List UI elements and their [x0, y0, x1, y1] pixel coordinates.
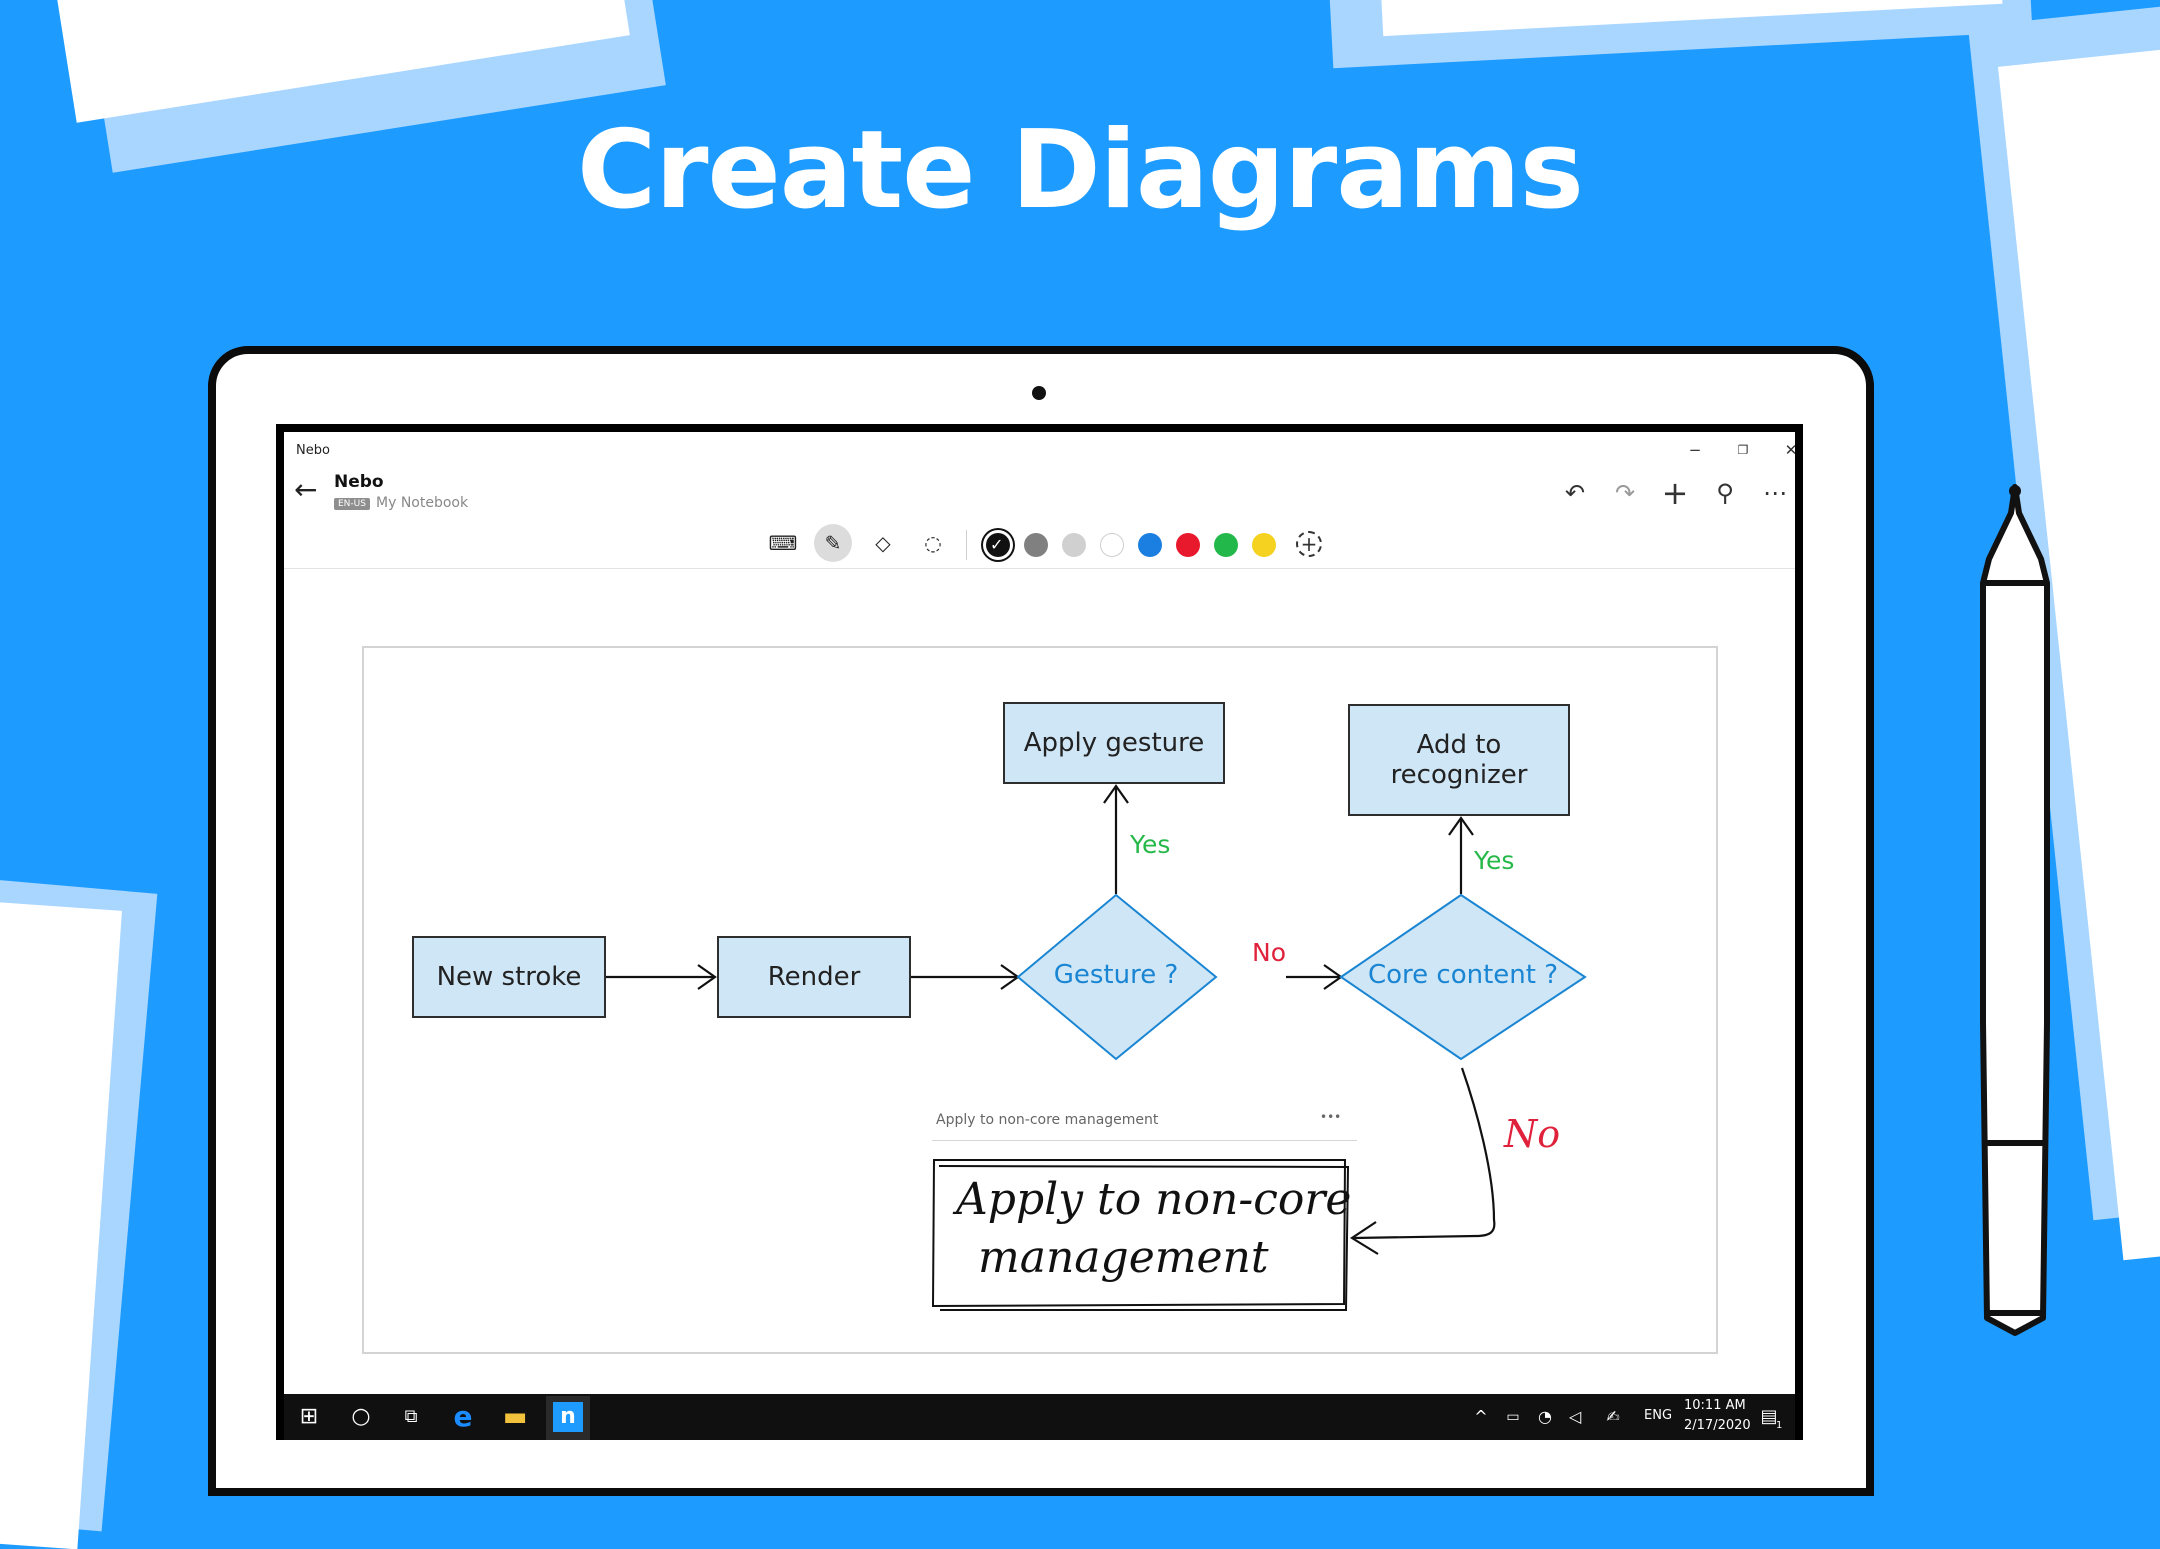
color-swatch[interactable]: [1100, 533, 1124, 557]
color-swatch[interactable]: [1062, 533, 1086, 557]
wifi-icon[interactable]: ◔: [1538, 1407, 1552, 1426]
ink-line-2[interactable]: management: [978, 1232, 1269, 1283]
language-badge: EN-US: [334, 498, 370, 510]
color-swatch[interactable]: [1138, 533, 1162, 557]
color-swatch[interactable]: [1176, 533, 1200, 557]
notebook-subtitle: My Notebook: [376, 495, 469, 511]
restore-button[interactable]: ❐: [1737, 443, 1749, 457]
chevron-up-icon[interactable]: ^: [1474, 1407, 1488, 1426]
diagram-connectors: [606, 784, 1587, 1311]
yes-label: Yes: [1130, 830, 1171, 859]
conversion-suggestion[interactable]: Apply to non-core management: [936, 1112, 1159, 1128]
stylus-pen: [1980, 484, 2050, 1336]
tablet-screen: Nebo − ❐ ✕ ← Nebo EN-US My Notebook ↶ ↷ …: [276, 424, 1803, 1440]
nebo-app-icon[interactable]: n: [553, 1402, 583, 1432]
box-render[interactable]: Render: [717, 936, 911, 1018]
redo-icon[interactable]: ↷: [1614, 479, 1636, 507]
keyboard-icon[interactable]: ⌨: [768, 531, 798, 555]
clock-time[interactable]: 10:11 AM: [1684, 1398, 1746, 1413]
undo-icon[interactable]: ↶: [1564, 479, 1586, 507]
ink-no-label: No: [1504, 1112, 1561, 1156]
diagram-page[interactable]: [362, 646, 1718, 1354]
windows-taskbar: ⊞ ○ ⧉ e ▬ n ^ ▭ ◔ ◁ ✍ ENG 10:11 AM 2/17/…: [284, 1394, 1795, 1440]
notification-icon[interactable]: ▤: [1760, 1406, 1778, 1427]
window-title: Nebo: [296, 443, 330, 458]
headline: Create Diagrams: [577, 108, 1584, 233]
camera-dot: [1032, 386, 1046, 400]
suggestion-more-icon[interactable]: •••: [1320, 1110, 1342, 1124]
box-add-to-recognizer[interactable]: Add to recognizer: [1348, 704, 1570, 816]
color-swatch[interactable]: [1252, 533, 1276, 557]
color-swatch[interactable]: [986, 533, 1010, 557]
add-icon[interactable]: +: [1661, 474, 1689, 512]
gesture-diamond-label: Gesture ?: [1053, 960, 1179, 990]
header-divider: [284, 568, 1795, 569]
file-explorer-icon[interactable]: ▬: [502, 1402, 528, 1432]
ink-line-1[interactable]: Apply to non-core: [956, 1174, 1352, 1225]
input-language[interactable]: ENG: [1644, 1408, 1673, 1423]
notebook-title: Nebo: [334, 472, 384, 492]
start-icon[interactable]: ⊞: [299, 1404, 319, 1429]
battery-icon[interactable]: ▭: [1506, 1409, 1520, 1425]
volume-icon[interactable]: ◁: [1568, 1407, 1582, 1426]
lasso-icon[interactable]: ◌: [924, 531, 942, 555]
nebo-app-window: Nebo − ❐ ✕ ← Nebo EN-US My Notebook ↶ ↷ …: [284, 432, 1795, 1394]
pen-workspace-icon[interactable]: ✍: [1606, 1407, 1620, 1426]
box-apply-gesture[interactable]: Apply gesture: [1003, 702, 1225, 784]
back-arrow-icon[interactable]: ←: [294, 473, 318, 506]
core-content-diamond: [1339, 893, 1587, 1061]
suggestion-divider: [932, 1140, 1357, 1141]
core-content-diamond-label: Core content ?: [1367, 960, 1559, 990]
ink-arrow-to-note: [1353, 1067, 1496, 1240]
ink-box: [931, 1159, 1347, 1308]
box-new-stroke[interactable]: New stroke: [412, 936, 606, 1018]
yes-label: Yes: [1474, 846, 1515, 875]
pen-tool-icon[interactable]: ✎: [814, 524, 852, 562]
add-color-icon[interactable]: +: [1296, 531, 1322, 557]
minimize-button[interactable]: −: [1688, 441, 1702, 459]
color-swatch[interactable]: [1214, 533, 1238, 557]
edge-browser-icon[interactable]: e: [453, 1400, 473, 1433]
more-options-icon[interactable]: ⋯: [1763, 479, 1787, 507]
search-icon[interactable]: ⚲: [1716, 479, 1734, 507]
close-button[interactable]: ✕: [1784, 441, 1795, 459]
notification-count: 1: [1776, 1420, 1783, 1431]
task-view-icon[interactable]: ⧉: [404, 1406, 418, 1427]
eraser-icon[interactable]: ◇: [875, 531, 891, 555]
clock-date[interactable]: 2/17/2020: [1684, 1418, 1751, 1433]
search-icon[interactable]: ○: [351, 1404, 371, 1429]
color-swatch[interactable]: [1024, 533, 1048, 557]
no-label: No: [1252, 938, 1286, 967]
gesture-diamond: [1016, 893, 1218, 1061]
toolbar-separator: [966, 530, 967, 560]
